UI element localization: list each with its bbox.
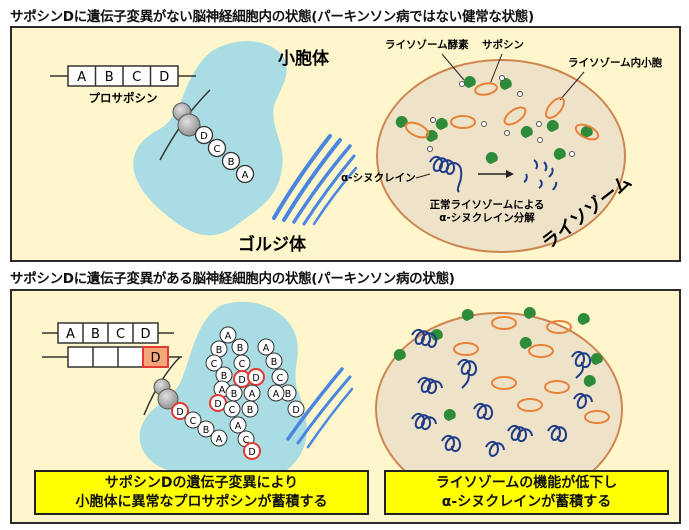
chain-c: C	[214, 144, 221, 155]
prosaposin-gene-bar: A B C D	[50, 65, 196, 87]
top-diagram: A B C D プロサポシン D C B A 小胞体 ゴルジ体 ライソゾーム酵素	[50, 38, 663, 255]
mrna-strand	[143, 356, 181, 416]
vesicles	[427, 75, 575, 157]
golgi-label: ゴルジ体	[238, 234, 307, 255]
saposin-label: サポシン	[482, 38, 524, 51]
saposins	[453, 316, 610, 424]
svg-text:B: B	[285, 389, 292, 400]
svg-text:C: C	[211, 359, 218, 370]
bottom-section-title: サポシンDに遺伝子変異がある脳神経細胞内の状態(パーキンソン病の状態)	[10, 271, 455, 287]
svg-text:D: D	[176, 407, 183, 418]
svg-text:C: C	[277, 373, 284, 384]
svg-text:D: D	[214, 399, 221, 410]
callout-lysosome-line1: ライソゾームの機能が低下し	[435, 475, 618, 491]
golgi-apparatus	[272, 134, 358, 226]
mutant-domain-d: D	[150, 351, 160, 366]
saposins	[404, 82, 600, 141]
domain-d: D	[159, 70, 169, 85]
lysosome-enzyme-label: ライソゾーム酵素	[385, 38, 469, 51]
mrna-strand	[159, 89, 211, 161]
intralysosomal-vesicle-label: ライソゾーム内小胞	[568, 56, 663, 69]
svg-text:C: C	[229, 405, 236, 416]
svg-text:D: D	[248, 447, 255, 458]
alpha-synuclein-aggregates	[411, 329, 593, 457]
accumulated-prosaposin-chains: D C B A A B C B A D B C D B C D A B A C …	[171, 326, 305, 460]
svg-text:B: B	[203, 425, 210, 436]
domain-c: C	[116, 327, 125, 342]
domain-c: C	[132, 70, 141, 85]
callout-lysosome-line2: α-シヌクレインが蓄積する	[441, 494, 612, 510]
bottom-panel: A B C D D D C B A A	[10, 289, 681, 524]
svg-text:A: A	[225, 331, 232, 342]
golgi-apparatus	[286, 367, 354, 449]
svg-text:A: A	[263, 343, 270, 354]
svg-text:C: C	[239, 359, 246, 370]
domain-a: A	[77, 70, 86, 85]
ribosome-icon	[153, 378, 179, 410]
degradation-label-line1: 正常ライソゾームによる	[430, 198, 545, 211]
svg-text:C: C	[190, 416, 197, 427]
prosaposin-label: プロサポシン	[89, 91, 158, 105]
svg-text:C: C	[243, 435, 250, 446]
bottom-diagram: A B C D D D C B A A	[42, 301, 623, 506]
prosaposin-chain: D C B A	[194, 125, 255, 184]
chain-d: D	[200, 131, 208, 142]
callout-er-line1: サポシンDの遺伝子変異により	[104, 475, 299, 491]
top-panel: A B C D プロサポシン D C B A 小胞体 ゴルジ体 ライソゾーム酵素	[10, 26, 681, 262]
chain-a: A	[242, 170, 249, 181]
svg-text:A: A	[219, 385, 226, 396]
svg-text:B: B	[231, 389, 238, 400]
chain-b: B	[228, 157, 235, 168]
svg-text:D: D	[238, 375, 245, 386]
top-section-title: サポシンDに遺伝子変異がない脳神経細胞内の状態(パーキンソン病ではない健常な状態…	[10, 9, 534, 25]
domain-b: B	[91, 327, 100, 342]
svg-text:A: A	[216, 434, 223, 445]
svg-text:A: A	[273, 389, 280, 400]
degradation-label-line2: α-シヌクレイン分解	[439, 211, 535, 224]
callout-er-accumulation: サポシンDの遺伝子変異により 小胞体に異常なプロサポシンが蓄積する	[34, 470, 369, 515]
callout-lysosome-dysfunction: ライソゾームの機能が低下し α-シヌクレインが蓄積する	[384, 470, 669, 515]
domain-d: D	[140, 327, 150, 342]
enzymes	[393, 307, 603, 421]
er-label: 小胞体	[278, 48, 330, 69]
svg-text:D: D	[292, 405, 299, 416]
prosaposin-gene-bar: A B C D	[42, 322, 174, 344]
ribosome-icon	[172, 102, 201, 137]
degraded-fragments	[523, 159, 558, 191]
svg-text:B: B	[247, 405, 254, 416]
domain-a: A	[66, 327, 75, 342]
callout-er-line2: 小胞体に異常なプロサポシンが蓄積する	[75, 494, 328, 510]
svg-text:B: B	[237, 343, 244, 354]
svg-text:B: B	[221, 371, 228, 382]
alpha-synuclein-label: α-シヌクレイン	[341, 172, 416, 184]
svg-text:D: D	[252, 373, 259, 384]
alpha-synuclein-coil	[429, 156, 463, 193]
svg-text:B: B	[216, 345, 223, 356]
svg-text:A: A	[235, 421, 242, 432]
svg-text:B: B	[271, 357, 278, 368]
svg-text:A: A	[249, 389, 256, 400]
domain-b: B	[105, 70, 114, 85]
mutant-prosaposin-bar: D	[42, 346, 182, 368]
